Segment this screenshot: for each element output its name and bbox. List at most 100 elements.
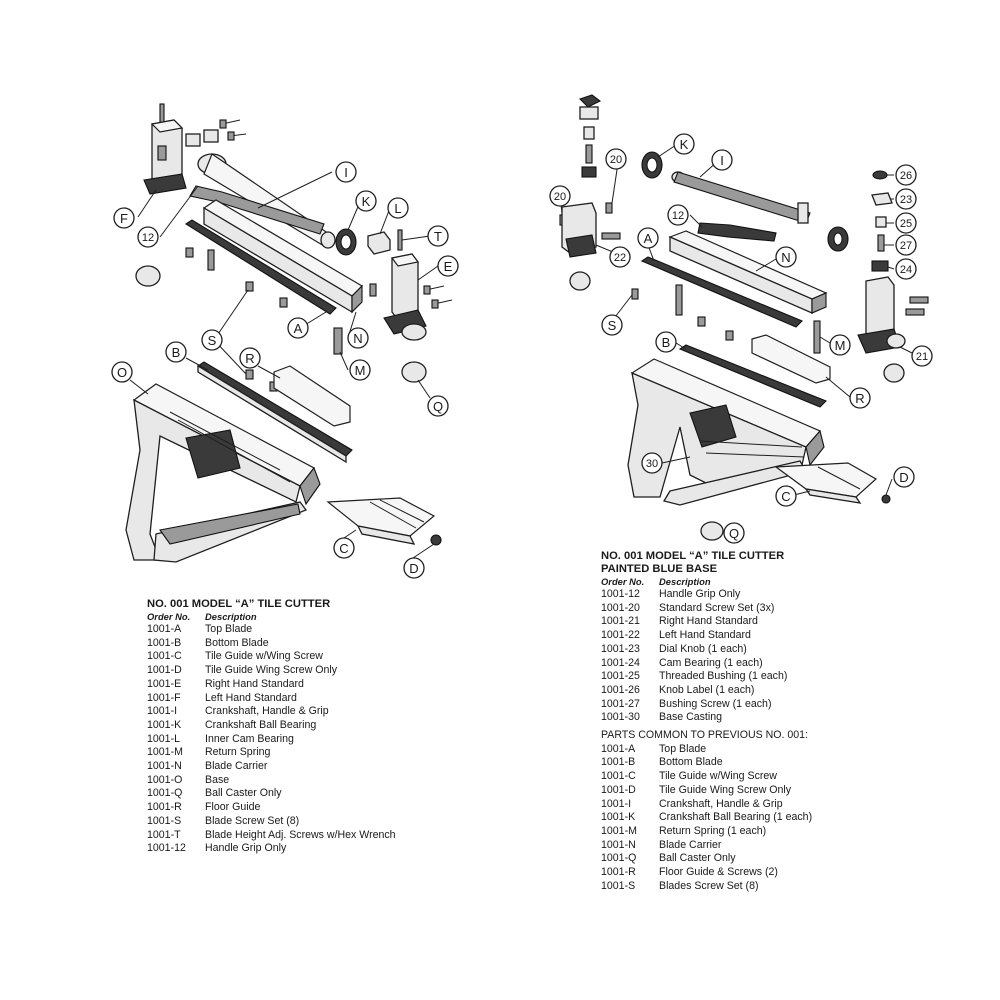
list-subtitle: PAINTED BLUE BASE (601, 563, 718, 575)
callout-o: O (111, 361, 133, 383)
part-description: Tile Guide w/Wing Screw (659, 770, 777, 783)
callout-label: 26 (900, 170, 912, 182)
left-parts-list: NO. 001 MODEL “A” TILE CUTTER Order No. … (147, 598, 447, 856)
handle-grip-12 (697, 222, 777, 242)
part-description: Blade Height Adj. Screws w/Hex Wrench (205, 828, 396, 841)
col-description: Description (659, 576, 711, 587)
part-description: Knob Label (1 each) (659, 683, 755, 696)
callout-30: 30 (641, 452, 663, 474)
part-description: Left Hand Standard (659, 629, 751, 642)
common-parts-heading: PARTS COMMON TO PREVIOUS NO. 001: (601, 729, 809, 742)
callout-20-left: 20 (549, 185, 571, 207)
tile-guide-c (326, 497, 442, 546)
part-description: Handle Grip Only (659, 588, 741, 600)
callout-label: C (339, 541, 348, 556)
order-number: 1001-20 (601, 601, 640, 614)
callout-label: L (394, 201, 401, 216)
ball-caster (135, 265, 161, 287)
part-description: Cam Bearing (1 each) (659, 656, 763, 669)
tile-guide-c (774, 462, 891, 504)
order-number: 1001-24 (601, 656, 640, 669)
part-description: Right Hand Standard (205, 677, 304, 690)
callout-m: M (349, 359, 371, 381)
order-number: 1001-Q (147, 787, 183, 800)
order-number: 1001-R (601, 866, 636, 879)
ball-caster-q (700, 521, 724, 541)
left-hand-standard-f (143, 103, 187, 195)
crankshaft-i (671, 171, 849, 252)
callout-label: N (781, 250, 790, 265)
order-number: 1001-C (147, 650, 182, 663)
part-description: Right Hand Standard (659, 615, 758, 628)
parts-row: 1001-E Right Hand Standard (147, 678, 447, 692)
callout-label: I (344, 165, 348, 180)
part-description: Dial Knob (1 each) (659, 642, 747, 655)
order-number: 1001-N (147, 760, 182, 773)
callout-s: S (601, 314, 623, 336)
callout-20-top: 20 (605, 148, 627, 170)
part-description: Crankshaft Ball Bearing (1 each) (659, 811, 813, 824)
part-description: Tile Guide Wing Screw Only (659, 783, 792, 796)
list-header: Order No. Description (601, 576, 901, 588)
callout-s: S (201, 329, 223, 351)
callout-21: 21 (911, 345, 933, 367)
part-description: Blades Screw Set (8) (659, 879, 759, 892)
order-number: 1001-D (601, 783, 636, 796)
order-number: 1001-A (147, 623, 182, 635)
order-number: 1001-12 (147, 842, 186, 855)
part-description: Standard Screw Set (3x) (659, 601, 775, 614)
callout-label: Q (433, 399, 443, 414)
callout-a: A (287, 317, 309, 339)
part-description: Bottom Blade (205, 636, 269, 649)
callout-n: N (775, 246, 797, 268)
callout-f: F (113, 207, 135, 229)
callout-label: 30 (646, 458, 658, 470)
part-description: Handle Grip Only (205, 842, 287, 855)
crankshaft-i (189, 153, 336, 249)
callout-d: D (403, 557, 425, 579)
callout-label: 22 (614, 252, 626, 264)
part-description: Tile Guide w/Wing Screw (205, 650, 323, 663)
callout-a: A (637, 227, 659, 249)
part-description: Inner Cam Bearing (205, 732, 294, 745)
order-number: 1001-D (147, 664, 182, 677)
callout-n: N (347, 327, 369, 349)
ball-caster-q (401, 361, 427, 383)
callout-label: T (434, 229, 442, 244)
callout-label: 25 (900, 218, 912, 230)
part-description: Bottom Blade (659, 756, 723, 769)
callout-b: B (165, 341, 187, 363)
part-description: Threaded Bushing (1 each) (659, 670, 788, 683)
order-number: 1001-26 (601, 683, 640, 696)
part-description: Crankshaft, Handle & Grip (205, 705, 329, 718)
order-number: 1001-30 (601, 711, 640, 724)
callout-12: 12 (667, 204, 689, 226)
right-parts-list: NO. 001 MODEL “A” TILE CUTTER PAINTED BL… (601, 550, 901, 893)
part-description: Return Spring (1 each) (659, 824, 767, 837)
callout-label: R (245, 351, 254, 366)
parts-row: 1001-20 Standard Screw Set (3x) (601, 602, 901, 616)
order-number: 1001-F (147, 691, 181, 704)
callout-label: D (409, 561, 418, 576)
order-number: 1001-E (147, 677, 182, 690)
order-number: 1001-N (601, 838, 636, 851)
col-description: Description (205, 611, 257, 622)
order-number: 1001-O (147, 773, 183, 786)
callout-label: 23 (900, 194, 912, 206)
floor-guide-r (273, 365, 351, 427)
callout-i: I (335, 161, 357, 183)
col-order-no: Order No. (601, 576, 645, 587)
callout-r: R (239, 347, 261, 369)
left-exploded-diagram: I F 12 K L T E A N S M B R O Q C D (100, 90, 480, 590)
callout-l: L (387, 197, 409, 219)
